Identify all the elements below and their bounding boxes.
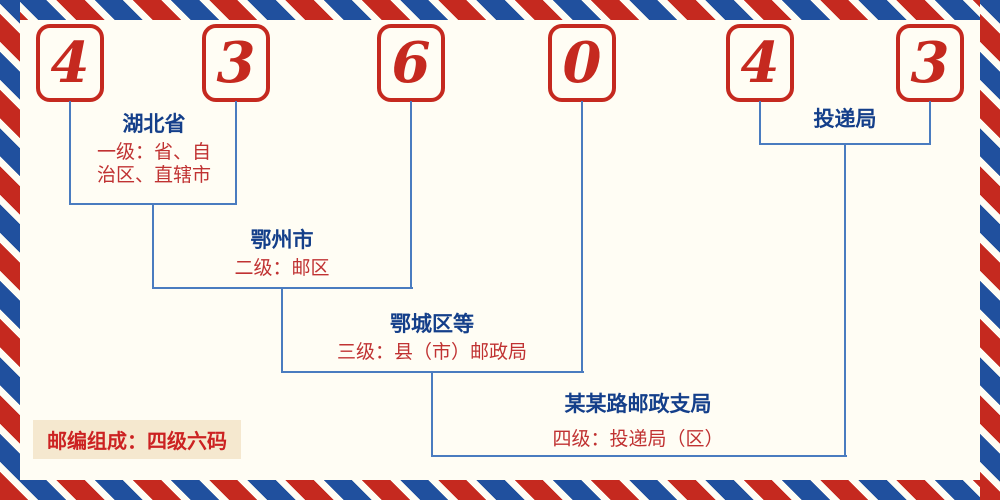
delivery-label-block: 投递局 xyxy=(775,107,915,133)
level2-name: 鄂州市 xyxy=(250,228,314,252)
connector-delivery-bottom xyxy=(759,143,931,145)
level1-desc-line2: 治区、直辖市 xyxy=(96,163,211,186)
level2-label-block: 鄂州市 二级：邮区 xyxy=(192,228,372,280)
level4-desc: 四级：投递局（区） xyxy=(552,427,724,450)
connector-level1-bottom xyxy=(69,203,237,205)
connector-level4-right xyxy=(844,145,846,457)
digit-box-2: 3 xyxy=(202,24,270,102)
digit-box-4: 0 xyxy=(548,24,616,102)
level3-label-block: 鄂城区等 三级：县（市）邮政局 xyxy=(312,312,552,364)
airmail-border-bottom xyxy=(0,480,1000,500)
connector-level3-left xyxy=(281,289,283,373)
level1-name: 湖北省 xyxy=(122,112,186,136)
connector-delivery-left xyxy=(759,101,761,145)
connector-level3-right xyxy=(581,101,583,373)
level1-desc-line1: 一级：省、自 xyxy=(96,140,211,163)
connector-level3-bottom xyxy=(281,371,584,373)
digit-box-3: 6 xyxy=(377,24,445,102)
digit-box-5: 4 xyxy=(726,24,794,102)
connector-level4-bottom xyxy=(431,455,847,457)
connector-level2-bottom xyxy=(152,287,413,289)
level3-desc: 三级：县（市）邮政局 xyxy=(336,340,527,363)
level4-name: 某某路邮政支局 xyxy=(564,392,712,416)
level1-label-block: 湖北省 一级：省、自 治区、直辖市 xyxy=(70,112,238,187)
level3-name: 鄂城区等 xyxy=(390,312,474,336)
level2-desc: 二级：邮区 xyxy=(234,256,330,279)
connector-level1-right xyxy=(235,101,237,205)
connector-level2-left xyxy=(152,205,154,289)
composition-badge: 邮编组成：四级六码 xyxy=(33,420,241,459)
connector-level4-left xyxy=(431,373,433,457)
airmail-border-top xyxy=(0,0,1000,20)
digit-box-1: 4 xyxy=(36,24,104,102)
connector-delivery-right xyxy=(929,101,931,145)
digit-box-6: 3 xyxy=(896,24,964,102)
airmail-border-left xyxy=(0,0,20,500)
level4-label-block: 某某路邮政支局 四级：投递局（区） xyxy=(508,392,768,451)
delivery-name: 投递局 xyxy=(813,107,877,131)
connector-level2-right xyxy=(410,101,412,289)
connector-level1-left xyxy=(69,101,71,205)
airmail-border-right xyxy=(980,0,1000,500)
